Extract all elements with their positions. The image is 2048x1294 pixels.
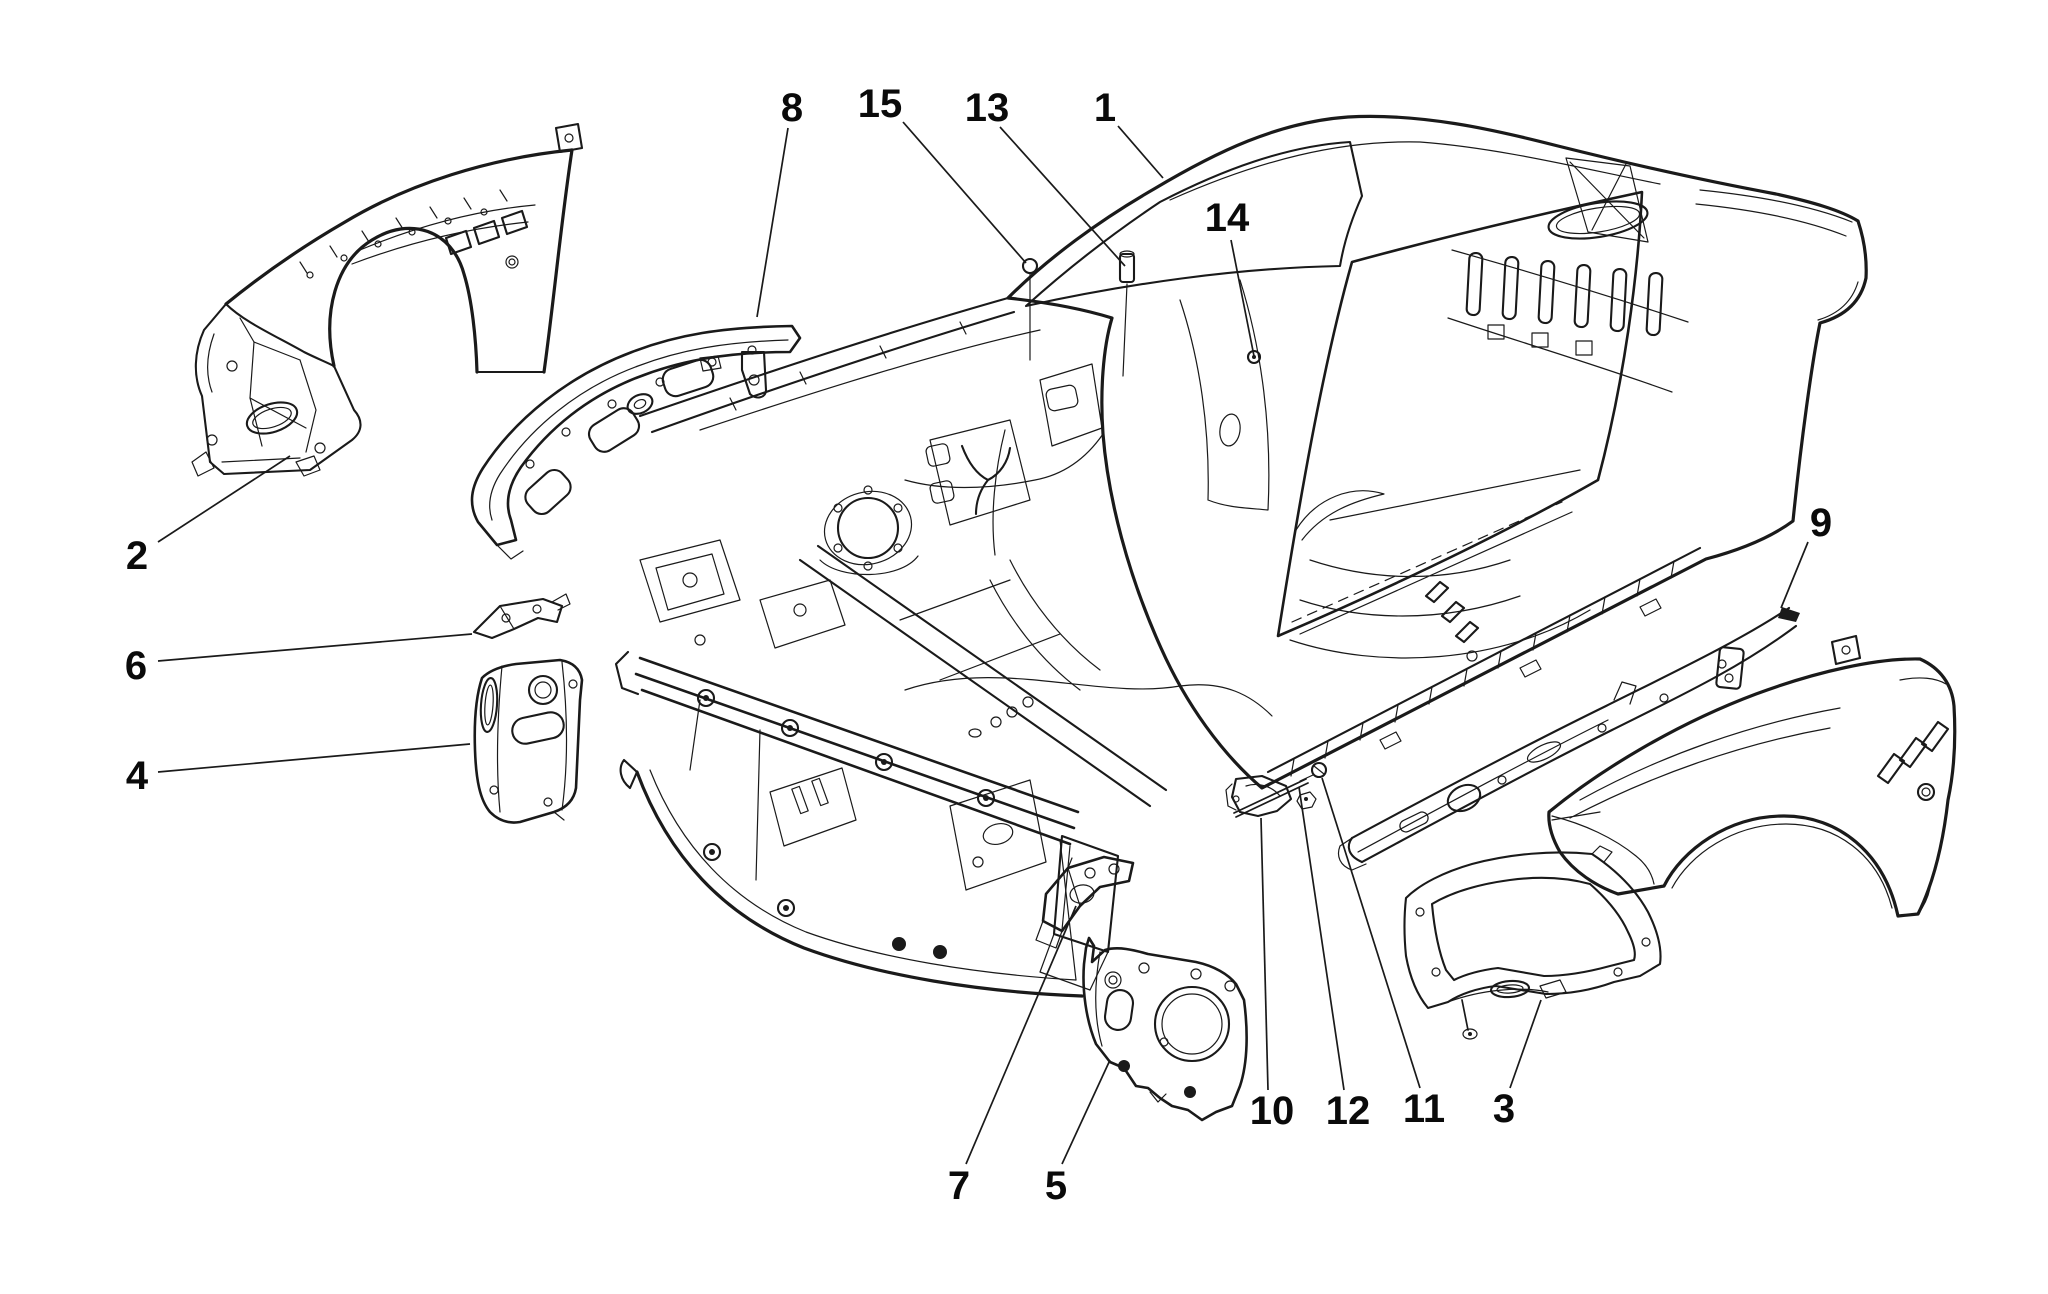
callout-6-leader-line bbox=[157, 633, 473, 662]
fender-liner-frame-part bbox=[1403, 845, 1662, 1040]
callout-1-label: 1 bbox=[1094, 86, 1116, 130]
callout-5-label: 5 bbox=[1045, 1164, 1067, 1208]
callout-12-label: 12 bbox=[1326, 1089, 1371, 1133]
callout-10-leader-line bbox=[1260, 817, 1269, 1091]
cowl-crossrail-part bbox=[470, 324, 802, 560]
wheelhouse-side-panel-part bbox=[473, 658, 584, 824]
callout-8-label: 8 bbox=[781, 86, 803, 130]
callout-1-leader-line bbox=[1117, 125, 1164, 179]
fender-bracket-part bbox=[472, 593, 571, 640]
fender-support-rail-part bbox=[1337, 606, 1800, 871]
callout-9-leader-line bbox=[1780, 541, 1809, 609]
callout-6-label: 6 bbox=[125, 644, 147, 688]
callout-13-leader-line bbox=[999, 126, 1126, 267]
callout-4-leader-line bbox=[157, 743, 471, 773]
callout-14-label: 14 bbox=[1205, 196, 1250, 240]
callout-3-label: 3 bbox=[1493, 1087, 1515, 1131]
callout-10-label: 10 bbox=[1250, 1089, 1295, 1133]
callout-13-label: 13 bbox=[965, 86, 1010, 130]
callout-5-leader-line bbox=[1061, 1059, 1111, 1165]
callout-4-label: 4 bbox=[126, 754, 149, 798]
mount-bracket-part bbox=[1035, 855, 1135, 949]
body-shell bbox=[638, 114, 1868, 808]
front-subframe-structure bbox=[614, 650, 1120, 998]
callout-14-leader-line bbox=[1230, 239, 1255, 357]
callout-2-label: 2 bbox=[126, 534, 148, 578]
callout-12-leader-line bbox=[1298, 786, 1345, 1091]
callout-7-leader-line bbox=[965, 905, 1077, 1165]
fastener-bracket-group bbox=[1225, 761, 1328, 818]
callout-9-label: 9 bbox=[1810, 501, 1832, 545]
callout-15-leader-line bbox=[902, 121, 1027, 264]
callout-8-leader-line bbox=[756, 127, 789, 318]
callout-11-label: 11 bbox=[1403, 1087, 1445, 1131]
callout-15-label: 15 bbox=[858, 82, 903, 126]
callout-7-label: 7 bbox=[948, 1164, 970, 1208]
callout-11-leader-line bbox=[1321, 777, 1421, 1089]
front-fender-left-assembly bbox=[191, 122, 584, 477]
front-fender-right bbox=[1547, 634, 1957, 918]
callout-3-leader-line bbox=[1509, 999, 1542, 1089]
closing-panel-part bbox=[1082, 936, 1248, 1122]
callout-2-leader-line bbox=[157, 455, 291, 543]
